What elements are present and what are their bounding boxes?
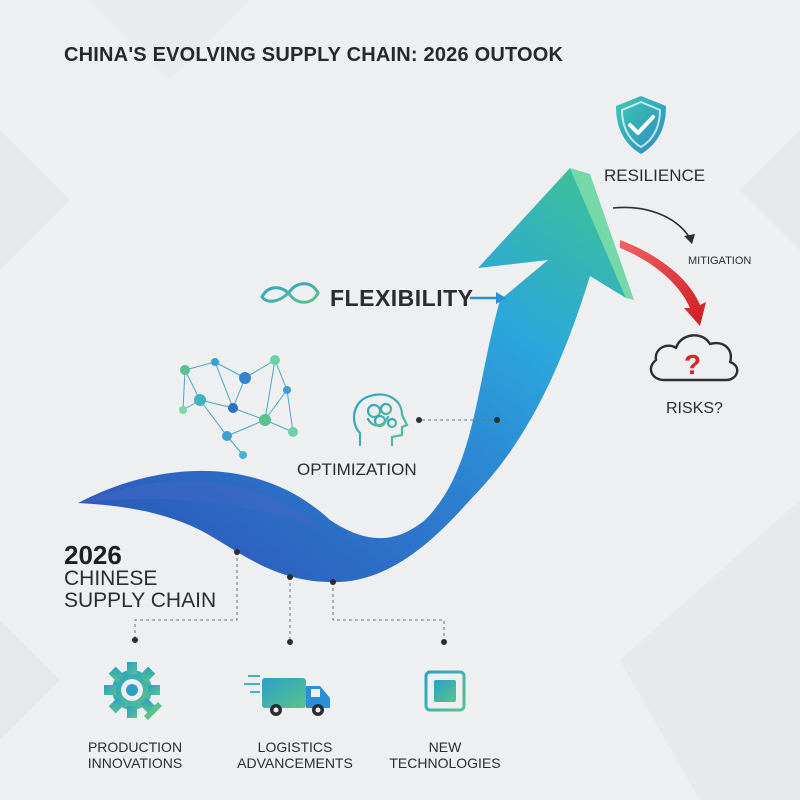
- gear-icon: [104, 662, 162, 720]
- label-line: INNOVATIONS: [87, 755, 183, 771]
- mitigation-arrow: [612, 206, 691, 239]
- label-risks: RISKS?: [666, 400, 723, 417]
- heading-year: 2026: [64, 540, 122, 570]
- growth-arrow: [78, 168, 634, 583]
- truck-icon: [244, 675, 330, 716]
- network-icon: [179, 355, 298, 459]
- label-line: NEW: [428, 739, 462, 755]
- brain-head-icon: [352, 393, 409, 447]
- label-new-technologies: NEW TECHNOLOGIES: [370, 739, 520, 771]
- optimization-connector: [416, 417, 500, 423]
- shield-check-icon: [616, 96, 666, 154]
- cloud-question-icon: ?: [649, 334, 739, 382]
- heading-line2: SUPPLY CHAIN: [64, 589, 217, 612]
- heading-line1: CHINESE: [64, 567, 158, 590]
- label-line: TECHNOLOGIES: [389, 755, 501, 771]
- label-flexibility: FLEXIBILITY: [330, 285, 474, 311]
- page-title: CHINA'S EVOLVING SUPPLY CHAIN: 2026 OUTO…: [64, 44, 564, 66]
- chip-icon: [418, 664, 472, 718]
- svg-text:?: ?: [684, 349, 701, 380]
- risk-arrow: [620, 240, 706, 326]
- label-optimization: OPTIMIZATION: [297, 460, 417, 479]
- label-line: ADVANCEMENTS: [237, 755, 353, 771]
- label-line: LOGISTICS: [257, 739, 333, 755]
- flexibility-arrow: [470, 292, 506, 304]
- bottom-connectors: [134, 552, 445, 640]
- label-resilience: RESILIENCE: [604, 166, 706, 185]
- label-logistics-advancements: LOGISTICS ADVANCEMENTS: [220, 739, 370, 771]
- label-line: PRODUCTION: [87, 739, 183, 755]
- label-mitigation: MITIGATION: [688, 255, 752, 267]
- infinity-icon: [260, 282, 320, 304]
- label-production-innovations: PRODUCTION INNOVATIONS: [60, 739, 210, 771]
